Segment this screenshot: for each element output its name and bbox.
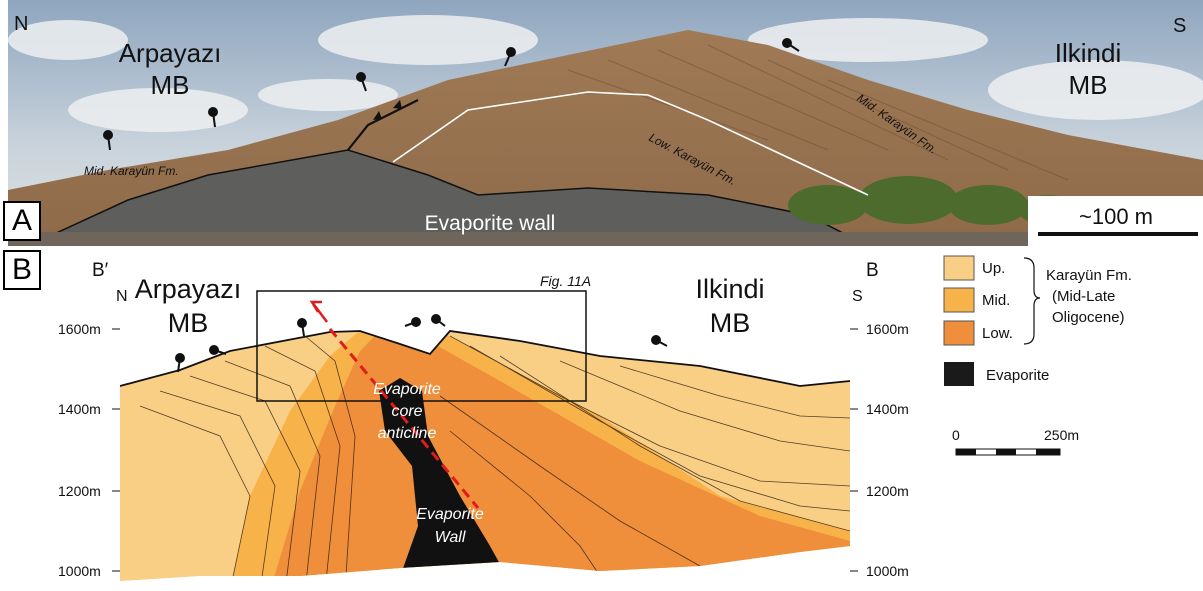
ilkindi-mb-label-b: MB [710, 308, 751, 338]
scale-bar-box [1028, 196, 1203, 246]
scale-end-label: 250m [1044, 427, 1079, 443]
formation-label-1: Karayün Fm. [1046, 267, 1132, 284]
panel-b-letter: B [3, 250, 41, 290]
clouds [8, 15, 1203, 132]
legend-swatch-mid [943, 287, 975, 313]
south-label-b: S [852, 288, 863, 305]
elev-left-1000: 1000m [58, 563, 101, 579]
core-anticline-label-2: core [391, 403, 422, 420]
evaporite-wall-outcrop [27, 149, 869, 246]
elev-left-1200: 1200m [58, 483, 101, 499]
b-prime-label: B′ [92, 260, 109, 281]
formation-label-3: Oligocene) [1052, 309, 1125, 326]
arpayazi-label: Arpayazı [119, 38, 222, 68]
elev-right-1400: 1400m [866, 401, 909, 417]
panel-b-cross-section: B′ B N S Arpayazı MB Ilkindi MB Fig. 11A… [58, 255, 1132, 581]
elev-right-1600: 1600m [866, 321, 909, 337]
ilkindi-label-b: Ilkindi [695, 274, 764, 304]
legend: Up. Mid. Low. Karayün Fm. (Mid-Late Olig… [943, 255, 1132, 386]
fig-11a-outline [256, 290, 587, 402]
arpayazi-mb-label-b: MB [168, 308, 209, 338]
north-label-b: N [116, 288, 128, 305]
arpayazi-label-b: Arpayazı [135, 274, 242, 304]
core-anticline-label-3: anticline [378, 425, 437, 442]
fault-line [328, 328, 480, 509]
scale-bar-label: ~100 m [1079, 204, 1153, 229]
ilkindi-mb-label: MB [1069, 70, 1108, 100]
b-label: B [866, 260, 879, 281]
legend-label-low: Low. [982, 325, 1013, 342]
formation-label-2: (Mid-Late [1052, 288, 1115, 305]
scale-start-label: 0 [952, 427, 960, 443]
elev-right-1000: 1000m [866, 563, 909, 579]
elev-right-1200: 1200m [866, 483, 909, 499]
right-elevation-axis: 1600m 1400m 1200m 1000m [850, 321, 909, 579]
contact-line [392, 91, 869, 196]
fault-arrow [309, 300, 328, 323]
evaporite-wall-label-b-2: Wall [435, 529, 466, 546]
legend-label-mid: Mid. [982, 292, 1010, 309]
mid-karayun-left-label: Mid. Karayün Fm. [84, 164, 179, 178]
dip-symbols [103, 38, 800, 151]
left-elevation-axis: 1600m 1400m 1200m 1000m [58, 321, 120, 579]
thrust-teeth [373, 100, 402, 120]
south-label: S [1173, 15, 1186, 37]
ilkindi-label: Ilkindi [1055, 38, 1121, 68]
elev-left-1400: 1400m [58, 401, 101, 417]
ground [8, 232, 1203, 246]
panel-a-letter: A [3, 201, 41, 241]
core-anticline-label-1: Evaporite [373, 381, 441, 398]
legend-swatch-up [943, 255, 975, 281]
legend-bracket [1023, 257, 1041, 345]
strata-lines [567, 44, 1069, 181]
fig-11a-label: Fig. 11A [540, 273, 591, 289]
topographic-surface [119, 330, 851, 387]
scale-bar-b: 0 250m [952, 427, 1079, 456]
evaporite-wall-label: Evaporite wall [425, 212, 556, 235]
strata [120, 331, 850, 581]
panel-a-photo: N S Arpayazı MB Ilkindi MB Mid. Karayün … [8, 0, 1203, 246]
legend-swatch-low [943, 320, 975, 346]
elev-left-1600: 1600m [58, 321, 101, 337]
dip-symbols-b [175, 314, 668, 373]
scale-bar [1038, 232, 1198, 236]
legend-swatch-evaporite [944, 362, 974, 386]
evaporite-wall-label-b-1: Evaporite [416, 506, 484, 523]
legend-label-up: Up. [982, 260, 1005, 277]
north-label: N [14, 13, 28, 35]
arpayazi-mb-label: MB [151, 70, 190, 100]
legend-label-evaporite: Evaporite [986, 367, 1049, 384]
